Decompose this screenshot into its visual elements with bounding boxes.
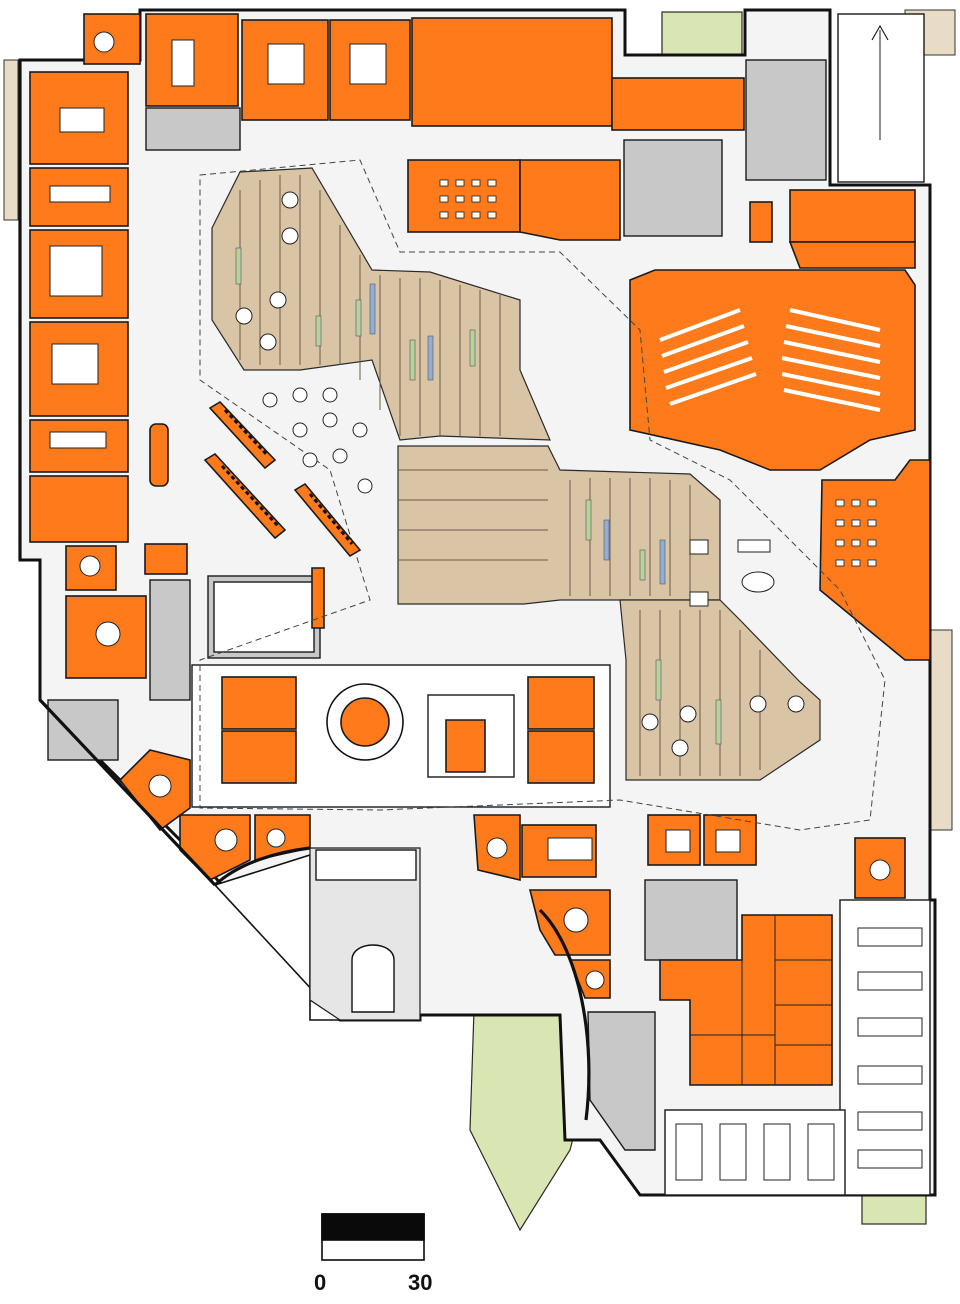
study-room-1 [221, 676, 297, 730]
circular-pod-seat [340, 697, 390, 747]
feature-stair-tread [445, 719, 486, 773]
room-top-5 [411, 17, 613, 127]
circulation-left-gray [47, 699, 119, 761]
room-left-6 [29, 475, 129, 543]
restroom-lower [644, 879, 738, 961]
exterior-terrace-left [3, 59, 19, 221]
office-desks [675, 927, 923, 1181]
room-right-top-1 [749, 201, 773, 243]
study-room-2 [221, 730, 297, 784]
library-stacks-center [397, 445, 721, 605]
restroom-top [623, 139, 723, 237]
room-top-mid-right [519, 159, 621, 241]
scale-label-end: 30 [408, 1270, 432, 1295]
shelving-north [235, 175, 501, 436]
room-right-top-2 [789, 189, 916, 243]
diagonal-benches [203, 400, 362, 558]
study-room-4 [527, 730, 595, 784]
classroom-seating [439, 179, 877, 567]
stair-top-left [145, 107, 241, 151]
furniture-round-tables [79, 31, 891, 990]
lobby-wedge [213, 853, 342, 1021]
office-cluster [659, 914, 833, 1086]
room-left-9 [144, 543, 188, 575]
auditorium-seating [659, 308, 881, 412]
scale-bar: 0 30 [314, 1213, 432, 1295]
shelving-center [398, 469, 691, 596]
classroom-top-mid [407, 159, 521, 233]
open-office-area [839, 899, 931, 1196]
room-top-6 [611, 77, 745, 131]
wall-curved-lobby [213, 846, 311, 887]
study-room-3 [527, 676, 595, 730]
escalator-arrow-head [871, 24, 889, 41]
stair-left-core [149, 579, 191, 701]
furniture-rect-tables [49, 39, 775, 861]
scale-bar-filled [321, 1213, 425, 1241]
circulation-top [745, 59, 827, 181]
scale-bar-outline [321, 1213, 425, 1261]
elevator-bank [315, 849, 417, 881]
landscape-patch-top [661, 11, 743, 61]
wall-curved-lawn [538, 908, 591, 1121]
escalator-top-right [837, 13, 925, 183]
room-right-top-3 [788, 241, 916, 269]
circulation-path [199, 159, 886, 831]
vehicle-icon [149, 423, 169, 487]
restroom-stall-block [213, 581, 315, 653]
wall-bottom-left-diag [38, 698, 217, 887]
room-center-left-corner [311, 567, 325, 629]
entry-stair [351, 944, 395, 1013]
scale-label-start: 0 [314, 1270, 326, 1295]
